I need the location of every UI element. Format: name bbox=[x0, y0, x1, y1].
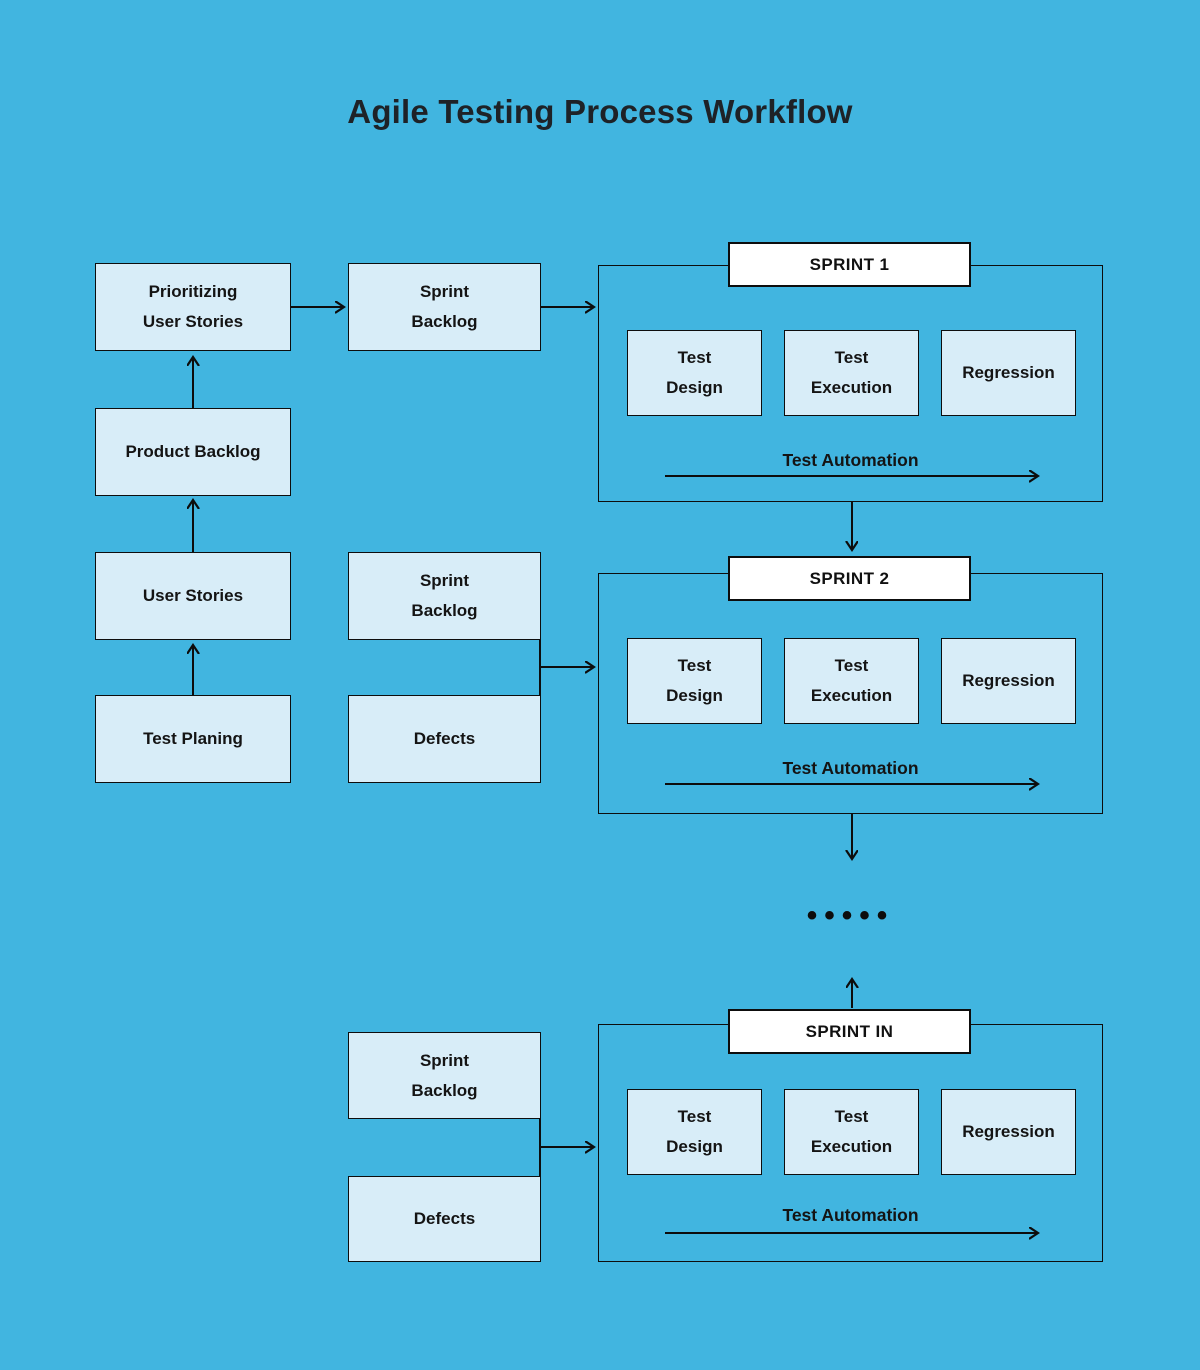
sprint-in-test-design-box: Test Design bbox=[627, 1089, 762, 1175]
ellipsis-dots: ••••• bbox=[806, 899, 895, 932]
sprint-backlog-mid-box: Sprint Backlog bbox=[348, 552, 541, 640]
sprint-backlog-bottom-box: Sprint Backlog bbox=[348, 1032, 541, 1119]
sprint-1-test-execution-box: Test Execution bbox=[784, 330, 919, 416]
product-backlog-box: Product Backlog bbox=[95, 408, 291, 496]
sprint-in-regression-box: Regression bbox=[941, 1089, 1076, 1175]
test-planning-box: Test Planing bbox=[95, 695, 291, 783]
prioritizing-user-stories-box: Prioritizing User Stories bbox=[95, 263, 291, 351]
defects-mid-box: Defects bbox=[348, 695, 541, 783]
user-stories-box: User Stories bbox=[95, 552, 291, 640]
sprint-in-test-automation-label: Test Automation bbox=[782, 1205, 919, 1225]
page-title: Agile Testing Process Workflow bbox=[347, 93, 853, 130]
sprint-2-label: SPRINT 2 bbox=[728, 556, 971, 601]
sprint-1-label: SPRINT 1 bbox=[728, 242, 971, 287]
sprint-backlog-top-box: Sprint Backlog bbox=[348, 263, 541, 351]
sprint-in-test-execution-box: Test Execution bbox=[784, 1089, 919, 1175]
sprint-1-test-automation-label: Test Automation bbox=[782, 450, 919, 470]
sprint-2-test-design-box: Test Design bbox=[627, 638, 762, 724]
sprint-1-regression-box: Regression bbox=[941, 330, 1076, 416]
sprint-2-test-automation-label: Test Automation bbox=[782, 758, 919, 778]
sprint-in-label: SPRINT IN bbox=[728, 1009, 971, 1054]
sprint-1-test-design-box: Test Design bbox=[627, 330, 762, 416]
sprint-2-regression-box: Regression bbox=[941, 638, 1076, 724]
sprint-2-test-execution-box: Test Execution bbox=[784, 638, 919, 724]
defects-bottom-box: Defects bbox=[348, 1176, 541, 1262]
